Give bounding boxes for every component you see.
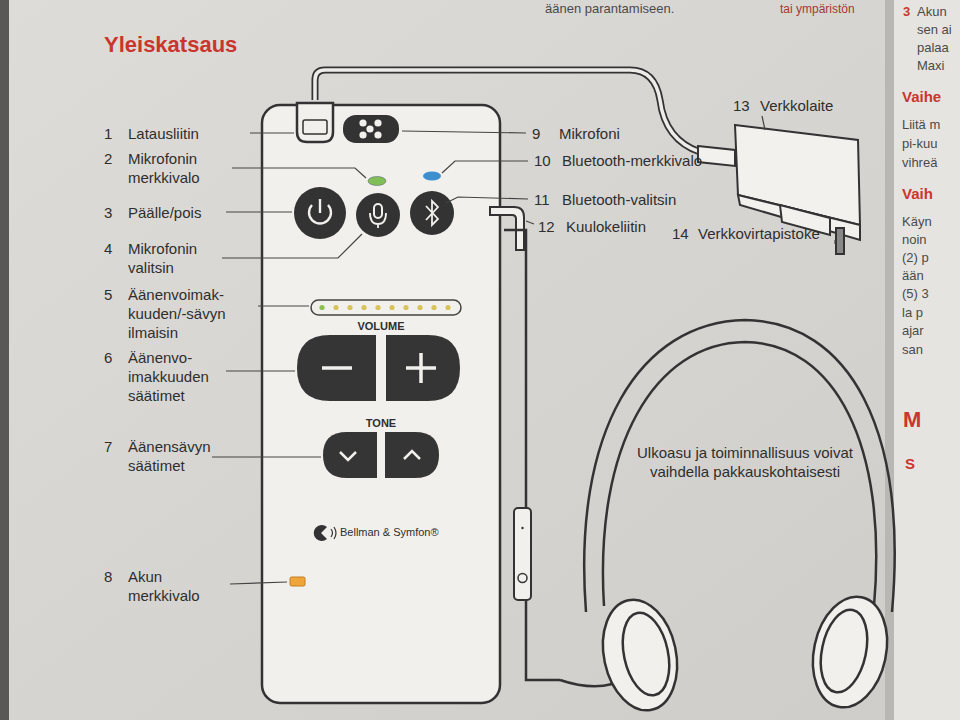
callout-number: 6	[104, 348, 112, 367]
indicator-dot	[445, 305, 450, 310]
callout-number: 7	[104, 437, 112, 456]
part-label: Bluetooth-valitsin	[562, 190, 676, 209]
callout-number: 9	[532, 124, 540, 143]
page-fragment: pi-kuu	[902, 136, 937, 152]
right-page	[893, 0, 960, 720]
page-fragment: 3	[903, 4, 910, 20]
indicator-dot	[431, 305, 436, 310]
page-fragment: san	[902, 342, 923, 358]
page-fragment: Maxi	[917, 58, 944, 74]
part-label: Verkkovirtapistoke	[698, 224, 820, 243]
panel-label: VOLUME	[262, 320, 500, 333]
part-label: Äänenvo- imakkuuden säätimet	[128, 348, 246, 405]
callout-number: 1	[104, 124, 112, 143]
part-label: Verkkolaite	[760, 96, 833, 115]
page-fragment: ään	[902, 268, 924, 284]
page-fragment: Vaih	[902, 185, 933, 203]
device-body-node: VOLUME TONE Bellman & Symfon®	[262, 105, 504, 703]
brand-name: Bellman & Symfon®	[340, 526, 439, 539]
page-fragment: noin	[902, 232, 927, 248]
callout-number: 13	[733, 96, 750, 115]
page-fragment: (2) p	[902, 250, 929, 266]
page-fragment: M	[903, 408, 921, 432]
indicator-dot	[319, 305, 324, 310]
mic-led	[368, 177, 386, 186]
remote-mic	[521, 527, 523, 529]
panel-label: TONE	[262, 417, 500, 430]
volume-buttons	[297, 335, 460, 401]
tone-buttons	[323, 432, 439, 478]
part-label: Latausliitin	[128, 124, 246, 143]
indicator-dot	[417, 305, 422, 310]
part-label: Äänenvoimak- kuuden/-sävyn ilmaisin	[128, 285, 250, 342]
part-label: Äänensävyn säätimet	[128, 437, 246, 475]
page-title: Yleiskatsaus	[104, 32, 237, 58]
part-label: Akun merkkivalo	[128, 567, 228, 605]
headphone-cable	[504, 230, 560, 680]
page-fragment: Liitä m	[902, 117, 940, 133]
callout-number: 10	[534, 151, 551, 170]
part-label: Päälle/pois	[128, 203, 246, 222]
callout-number: 5	[104, 285, 112, 304]
bluetooth-button	[410, 191, 454, 235]
page-fragment: tai ympäristön	[780, 2, 855, 16]
grille-holes	[359, 119, 381, 138]
page-fragment: vihreä	[902, 155, 937, 171]
part-label: Bluetooth-merkkivalo	[562, 151, 702, 170]
callout-number: 8	[104, 567, 112, 586]
page-fragment: Akun	[917, 4, 947, 20]
bluetooth-led	[423, 172, 441, 181]
cable-remote	[514, 508, 531, 600]
callout-number: 2	[104, 149, 112, 168]
level-indicator	[311, 300, 461, 315]
page-fragment: äänen parantamiseen.	[545, 1, 674, 17]
callout-number: 3	[104, 203, 112, 222]
charge-plug	[297, 103, 333, 142]
headphone-plug	[490, 207, 524, 250]
headphones-node: Ulkoasu ja toiminnallisuus voivat vaihde…	[560, 318, 905, 712]
page-edge	[0, 0, 9, 720]
page-fragment: S	[905, 455, 915, 473]
headphones	[560, 320, 897, 717]
callout-number: 12	[538, 217, 555, 236]
device-body	[262, 105, 500, 703]
page-fragment: (5) 3	[902, 286, 929, 302]
charge-port	[303, 120, 327, 134]
page-fragment: sen ai	[917, 22, 952, 38]
remote-button	[518, 574, 527, 583]
indicator-dot	[347, 305, 352, 310]
part-label: Mikrofonin merkkivalo	[128, 149, 246, 187]
indicator-dot	[361, 305, 366, 310]
microphone-grille	[343, 115, 399, 143]
callout-number: 11	[534, 190, 550, 209]
power-button	[294, 187, 346, 239]
battery-led	[290, 577, 305, 586]
page-fragment: ajar	[902, 323, 924, 339]
note-text: Ulkoasu ja toiminnallisuus voivat vaihde…	[612, 443, 878, 481]
indicator-dot	[403, 305, 408, 310]
part-label: Mikrofonin valitsin	[128, 239, 246, 277]
mic-icon-stand	[370, 213, 386, 228]
indicator-dots	[319, 305, 450, 310]
mic-icon	[374, 204, 382, 218]
part-label: Mikrofoni	[559, 124, 620, 143]
indicator-dot	[375, 305, 380, 310]
callout-number: 4	[104, 239, 112, 258]
indicator-dot	[389, 305, 394, 310]
page-fragment: la p	[902, 305, 923, 321]
charger	[698, 125, 860, 254]
indicator-dot	[333, 305, 338, 310]
part-label: Kuulokeliitin	[566, 217, 646, 236]
brand-logo	[314, 525, 336, 541]
bluetooth-icon	[426, 201, 438, 225]
page-fragment: Käyn	[902, 214, 932, 230]
mic-button	[356, 193, 400, 237]
callout-number: 14	[672, 224, 689, 243]
power-icon-bar	[319, 199, 321, 213]
page-fragment: palaa	[917, 40, 949, 56]
page-fragment: Vaihe	[902, 88, 941, 106]
